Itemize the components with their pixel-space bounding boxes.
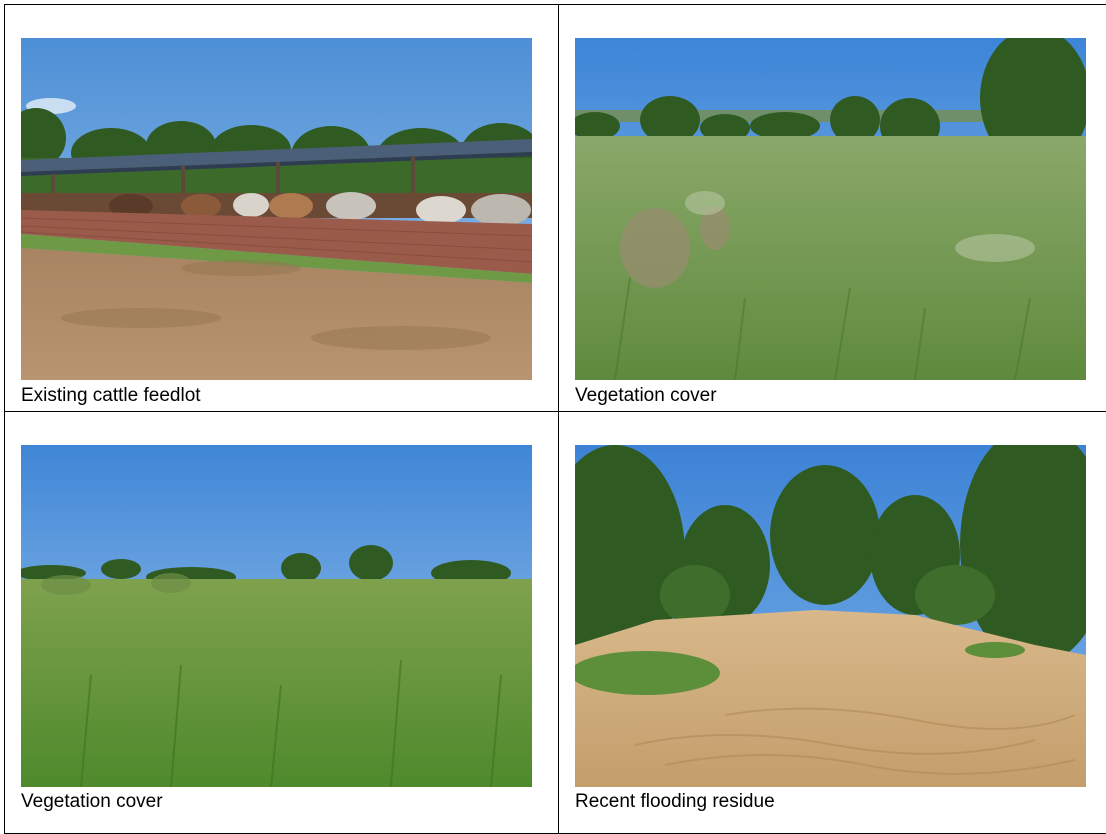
caption-flooding-residue: Recent flooding residue <box>575 791 775 812</box>
caption-vegetation-cover-1: Vegetation cover <box>575 385 717 406</box>
caption-vegetation-cover-2: Vegetation cover <box>21 791 163 812</box>
photo-vegetation-cover-2 <box>21 445 532 787</box>
photo-vegetation-cover-1 <box>575 38 1086 380</box>
row-divider <box>5 411 1106 412</box>
photo-flooding-residue <box>575 445 1086 787</box>
photo-table: Existing cattle feedlot <box>4 4 1106 834</box>
caption-cattle-feedlot: Existing cattle feedlot <box>21 385 201 406</box>
photo-cattle-feedlot <box>21 38 532 380</box>
column-divider <box>558 5 559 833</box>
